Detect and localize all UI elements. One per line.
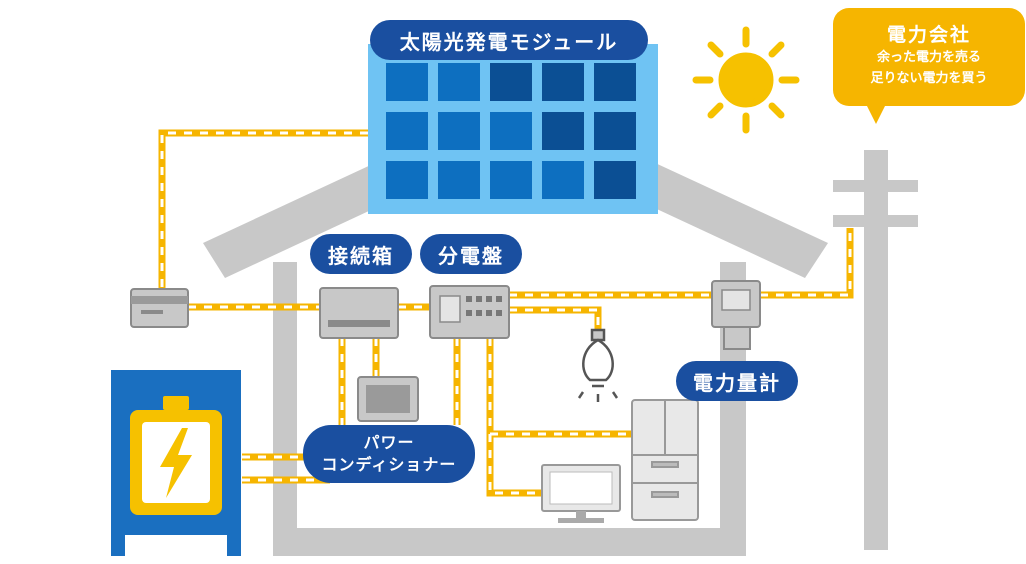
power-conditioner-label-line1: パワー — [363, 433, 415, 452]
solar-cell — [594, 112, 636, 150]
power-meter-label: 電力量計 — [676, 361, 798, 401]
power-meter — [711, 280, 761, 350]
sun-icon — [692, 26, 800, 134]
distribution-board-label: 分電盤 — [420, 234, 522, 274]
power-company-title: 電力会社 — [886, 24, 971, 46]
distribution-board — [429, 285, 510, 339]
power-conditioner-label-line2: コンディショナー — [321, 455, 457, 474]
wiring — [158, 129, 854, 497]
small-breaker-box — [130, 288, 189, 328]
power-company-callout-tail — [866, 104, 886, 124]
solar-cell — [438, 112, 480, 150]
solar-cell — [490, 112, 532, 150]
lightning-icon — [160, 428, 192, 498]
solar-cell — [542, 63, 584, 101]
solar-cell — [490, 161, 532, 199]
solar-cell — [386, 63, 428, 101]
solar-cell — [438, 63, 480, 101]
refrigerator-icon — [631, 399, 699, 521]
power-company-buy-text: 足りない電力を買う — [870, 71, 988, 86]
power-company-sell-text: 余った電力を売る — [876, 50, 981, 65]
solar-cell — [438, 161, 480, 199]
solar-cell — [594, 63, 636, 101]
monitor-icon — [541, 464, 621, 523]
junction-box — [319, 287, 399, 339]
battery-storage — [111, 370, 241, 556]
junction-box-label: 接続箱 — [310, 234, 412, 274]
power-company-callout: 電力会社 余った電力を売る 足りない電力を買う — [833, 8, 1025, 106]
solar-cell — [542, 161, 584, 199]
utility-pole-icon — [833, 150, 918, 550]
monitor-panel — [357, 376, 419, 422]
solar-cell — [542, 112, 584, 150]
solar-cell — [490, 63, 532, 101]
solar-cell — [386, 112, 428, 150]
power-conditioner-label: パワー コンディショナー — [303, 425, 475, 483]
solar-module-label: 太陽光発電モジュール — [370, 20, 648, 60]
light-bulb-icon — [577, 328, 619, 402]
solar-cell — [594, 161, 636, 199]
solar-panel — [368, 44, 658, 214]
solar-cell — [386, 161, 428, 199]
